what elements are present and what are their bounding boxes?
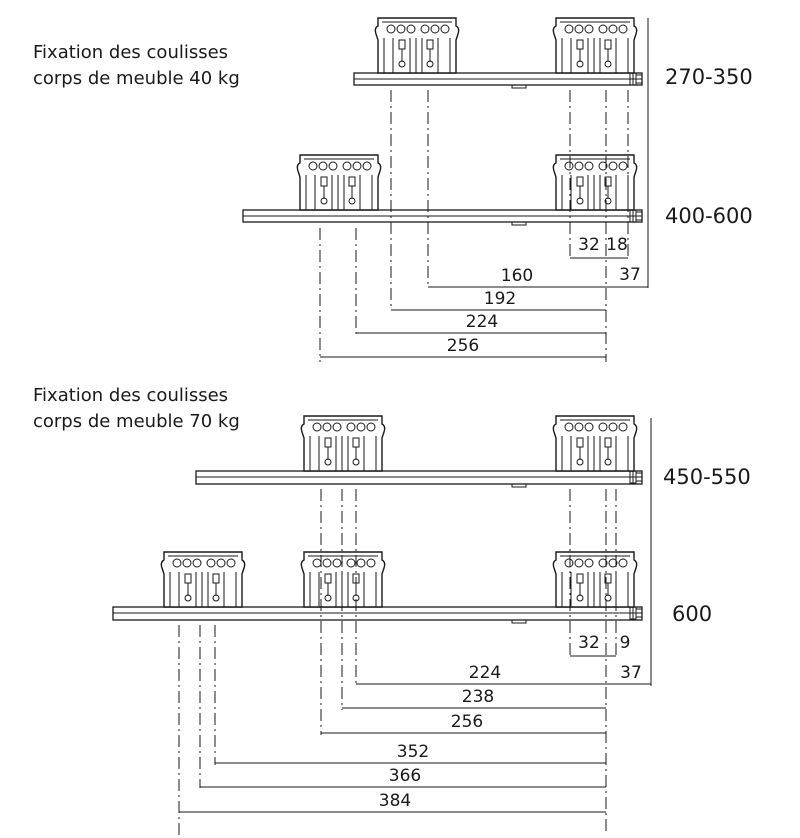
dim-366: 366 xyxy=(389,766,421,786)
dim-9: 9 xyxy=(620,633,631,653)
size-450-550: 450-550 xyxy=(663,465,751,489)
section-40kg: Fixation des coulisses corps de meuble 4… xyxy=(33,17,753,362)
dim-224: 224 xyxy=(466,312,498,332)
dim-37: 37 xyxy=(619,265,641,285)
slide-400-600 xyxy=(242,154,643,226)
section-title-line1: Fixation des coulisses xyxy=(33,385,228,406)
dim-192: 192 xyxy=(484,289,516,309)
dim-32: 32 xyxy=(578,235,600,255)
section-70kg: Fixation des coulisses corps de meuble 7… xyxy=(33,385,751,835)
dim-224: 224 xyxy=(469,663,501,683)
slide-600 xyxy=(112,551,643,624)
dim-384: 384 xyxy=(379,791,411,811)
dim-37: 37 xyxy=(620,663,642,683)
slide-450-550 xyxy=(195,415,643,488)
dim-18: 18 xyxy=(606,235,628,255)
section-title-line1: Fixation des coulisses xyxy=(33,42,228,63)
dim-238: 238 xyxy=(462,687,494,707)
dim-32: 32 xyxy=(578,633,600,653)
dim-160: 160 xyxy=(501,266,533,286)
section-title-line2: corps de meuble 40 kg xyxy=(33,68,240,89)
section-title-line2: corps de meuble 70 kg xyxy=(33,411,240,432)
dim-352: 352 xyxy=(397,742,429,762)
size-400-600: 400-600 xyxy=(665,204,753,228)
size-600: 600 xyxy=(672,602,712,626)
slide-270-350 xyxy=(353,17,643,89)
size-270-350: 270-350 xyxy=(665,65,753,89)
dim-256: 256 xyxy=(451,712,483,732)
dim-256: 256 xyxy=(447,336,479,356)
